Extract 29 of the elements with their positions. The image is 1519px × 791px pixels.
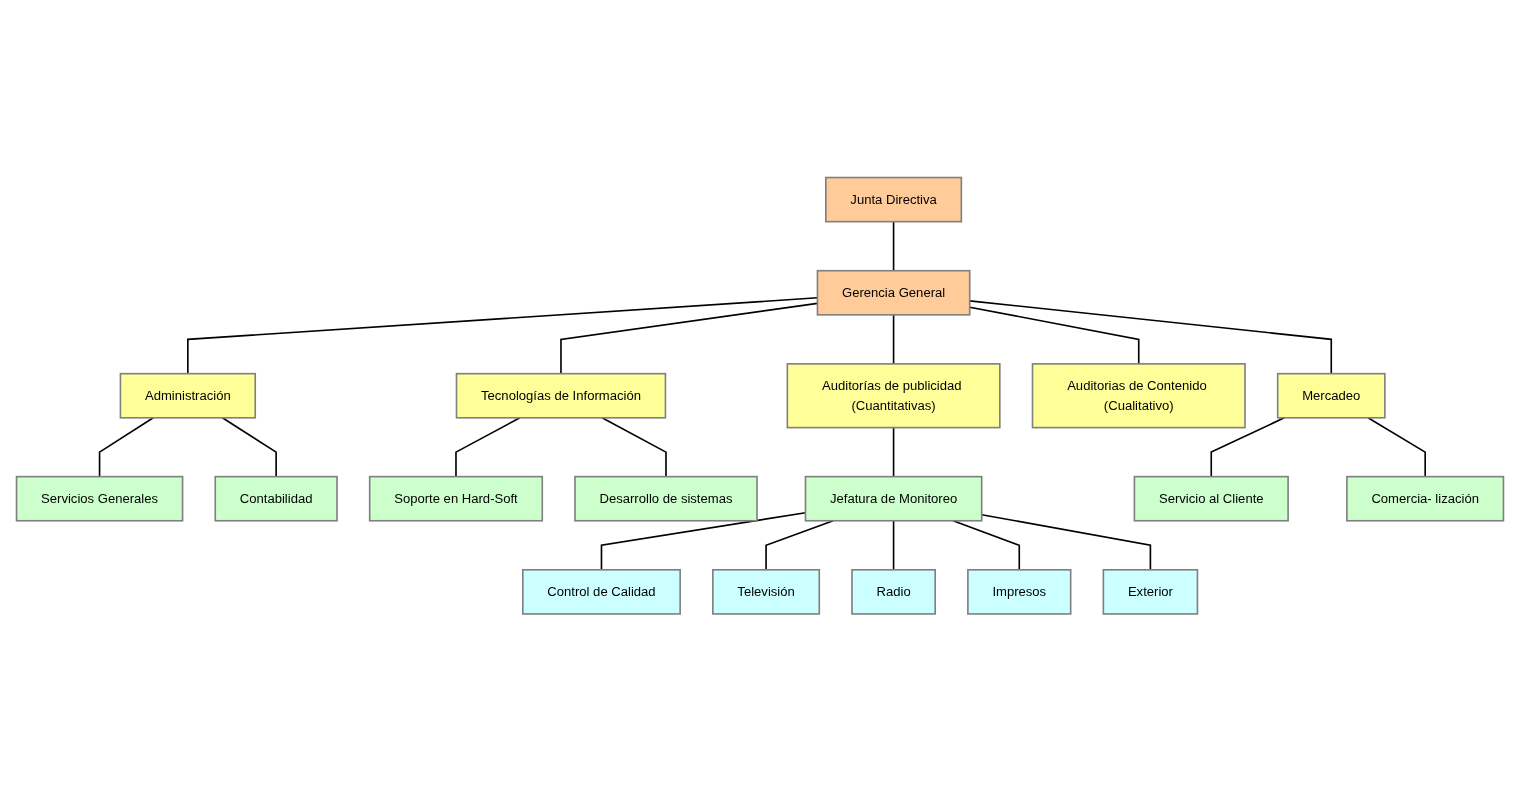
node-box: Comercia- lización bbox=[1345, 475, 1504, 522]
node-box: Servicio al Cliente bbox=[1133, 475, 1289, 522]
connector bbox=[454, 416, 521, 478]
node-box: Soporte en Hard-Soft bbox=[368, 475, 543, 522]
connector bbox=[1209, 416, 1285, 478]
node-box: Servicios Generales bbox=[15, 475, 183, 522]
node-box: Televisión bbox=[711, 568, 820, 615]
node-box: Exterior bbox=[1102, 568, 1198, 615]
node-box: Auditorías de publicidad (Cuantitativas) bbox=[786, 362, 1001, 429]
node-box: Control de Calidad bbox=[521, 568, 681, 615]
node-box: Mercadeo bbox=[1276, 372, 1386, 419]
connector bbox=[892, 426, 894, 478]
connector bbox=[98, 416, 154, 478]
node-box: Impresos bbox=[966, 568, 1071, 615]
node-box: Jefatura de Monitoreo bbox=[804, 475, 982, 522]
connector bbox=[892, 313, 894, 365]
connector bbox=[1366, 416, 1426, 478]
connector bbox=[221, 416, 277, 478]
node-box: Junta Directiva bbox=[824, 176, 962, 223]
node-box: Radio bbox=[850, 568, 936, 615]
node-box: Contabilidad bbox=[213, 475, 338, 522]
connector bbox=[764, 519, 834, 571]
node-box: Gerencia General bbox=[816, 269, 971, 316]
node-box: Administración bbox=[119, 372, 256, 419]
connector bbox=[892, 519, 894, 571]
node-box: Desarrollo de sistemas bbox=[573, 475, 758, 522]
node-box: Auditorias de Contenido (Cualitativo) bbox=[1031, 362, 1246, 429]
node-box: Tecnologías de Información bbox=[455, 372, 666, 419]
connector bbox=[892, 220, 894, 272]
